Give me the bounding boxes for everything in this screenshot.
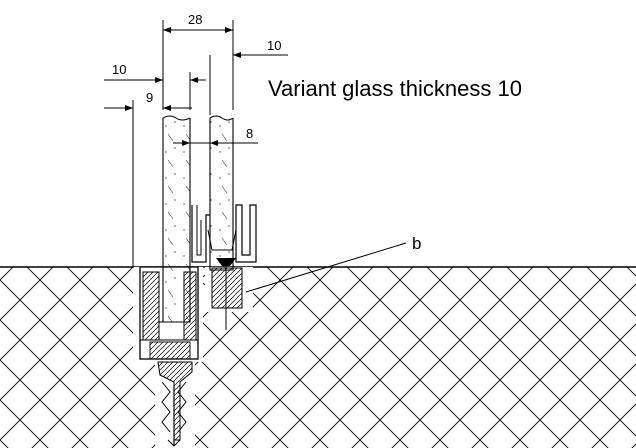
dimension-profile-offset <box>173 140 258 146</box>
clamp-bracket <box>191 204 257 330</box>
dimension-inner-offset <box>104 100 192 268</box>
u-channel-profile <box>139 266 199 360</box>
dimension-overall-width <box>162 20 234 110</box>
outer-glass-pane <box>209 115 234 271</box>
dimension-inner-pane-thickness <box>104 72 206 110</box>
variant-caption: Variant glass thickness 10 <box>268 76 522 101</box>
dimension-outer-pane-label: 10 <box>267 38 281 53</box>
dimension-outer-pane-thickness <box>209 52 288 115</box>
dimension-overall-width-label: 28 <box>188 12 202 27</box>
callout-b-label: b <box>412 234 421 253</box>
anchor-screw <box>157 361 193 447</box>
dimension-inner-offset-label: 9 <box>146 90 153 105</box>
dimension-inner-pane-label: 10 <box>112 62 126 77</box>
ground-substrate <box>0 266 636 448</box>
dimension-profile-offset-label: 8 <box>246 126 253 141</box>
callout-b-leader <box>245 242 407 293</box>
